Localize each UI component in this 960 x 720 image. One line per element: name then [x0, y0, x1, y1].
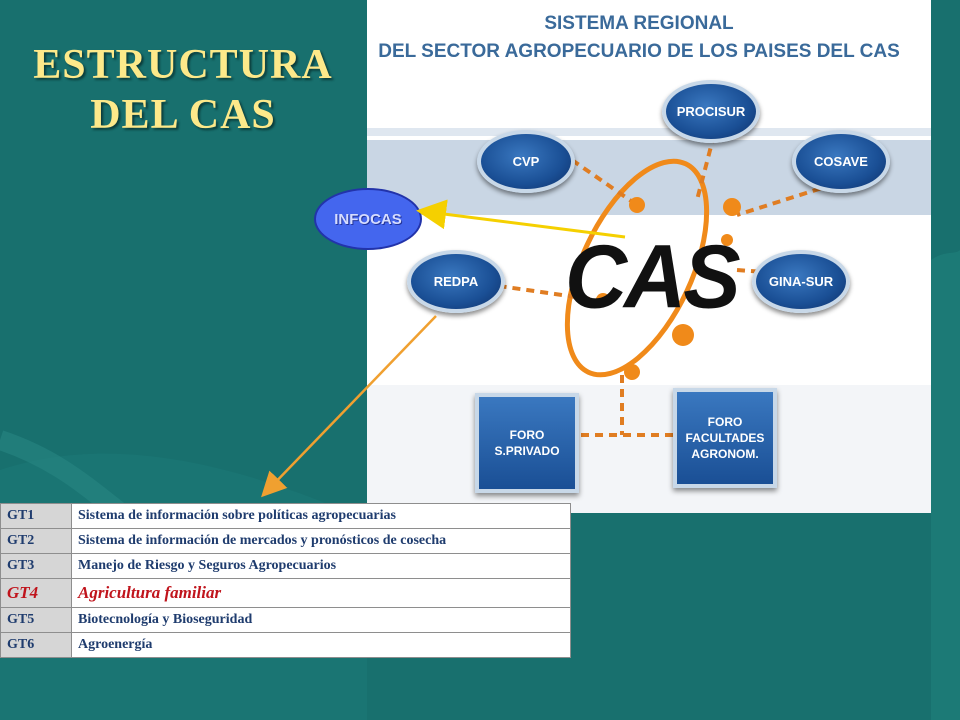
row-description: Sistema de información sobre políticas a…	[71, 503, 571, 529]
cas-diagram: SISTEMA REGIONAL DEL SECTOR AGROPECUARIO…	[367, 0, 931, 513]
row-description: Sistema de información de mercados y pro…	[71, 528, 571, 554]
row-description: Biotecnología y Bioseguridad	[71, 607, 571, 633]
node-foro-privado: FORO S.PRIVADO	[475, 393, 579, 493]
node-cosave: COSAVE	[792, 130, 890, 193]
row-code: GT2	[0, 528, 72, 554]
table-row: GT3 Manejo de Riesgo y Seguros Agropecua…	[0, 553, 571, 579]
table-row: GT6 Agroenergía	[0, 632, 571, 658]
table-row: GT2 Sistema de información de mercados y…	[0, 528, 571, 554]
node-foro-facultades: FORO FACULTADES AGRONOM.	[673, 388, 777, 488]
infocas-node: INFOCAS	[314, 188, 422, 250]
node-cvp: CVP	[477, 130, 575, 193]
node-procisur: PROCISUR	[662, 80, 760, 143]
table-row: GT5 Biotecnología y Bioseguridad	[0, 607, 571, 633]
diagram-title-line2: DEL SECTOR AGROPECUARIO DE LOS PAISES DE…	[378, 41, 900, 62]
node-redpa: REDPA	[407, 250, 505, 313]
slide-title-line2: DEL CAS	[90, 92, 276, 138]
node-gina-sur: GINA-SUR	[752, 250, 850, 313]
cas-center-label: CAS	[565, 226, 741, 328]
row-description: Agroenergía	[71, 632, 571, 658]
row-description: Agricultura familiar	[71, 578, 571, 608]
table-row: GT1 Sistema de información sobre polític…	[0, 503, 571, 529]
row-description: Manejo de Riesgo y Seguros Agropecuarios	[71, 553, 571, 579]
row-code: GT6	[0, 632, 72, 658]
diagram-title-line1: SISTEMA REGIONAL	[544, 13, 734, 34]
working-groups-table: GT1 Sistema de información sobre polític…	[0, 503, 571, 658]
row-code: GT3	[0, 553, 72, 579]
diagram-background	[367, 0, 931, 513]
slide-title: ESTRUCTURA DEL CAS	[18, 40, 348, 140]
row-code: GT4	[0, 578, 72, 608]
row-code: GT5	[0, 607, 72, 633]
diagram-title: SISTEMA REGIONAL DEL SECTOR AGROPECUARIO…	[367, 10, 921, 66]
row-code: GT1	[0, 503, 72, 529]
table-row-highlighted: GT4 Agricultura familiar	[0, 578, 571, 608]
slide-title-line1: ESTRUCTURA	[33, 42, 333, 88]
